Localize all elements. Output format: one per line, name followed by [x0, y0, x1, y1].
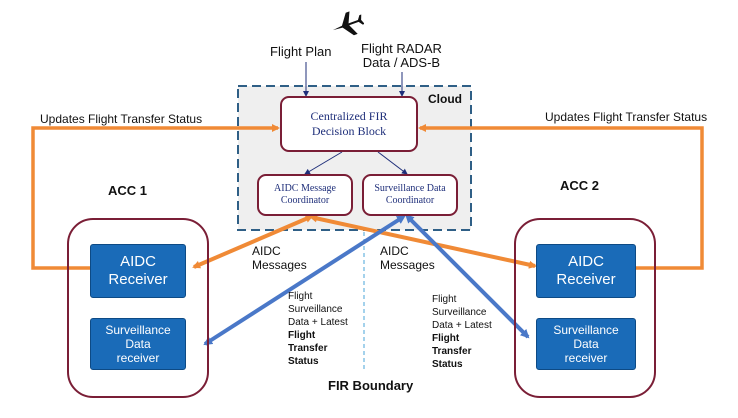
acc1-surveillance-receiver-label: Surveillance Data receiver	[105, 323, 171, 365]
updates-label-right: Updates Flight Transfer Status	[545, 110, 708, 124]
acc2-aidc-receiver: AIDC Receiver	[536, 244, 636, 298]
aidc-message-coordinator: AIDC Message Coordinator	[257, 174, 353, 216]
acc1-aidc-receiver: AIDC Receiver	[90, 244, 186, 298]
surv-left-line4: Flight	[288, 330, 316, 341]
updates-loop-right	[418, 124, 704, 270]
surv-right-line2: Surveillance	[432, 307, 487, 318]
acc1-surveillance-receiver: Surveillance Data receiver	[90, 318, 186, 370]
surveillance-text-left: Flight Surveillance Data + Latest Flight…	[288, 290, 348, 368]
surv-left-line3: Data + Latest	[288, 317, 348, 328]
updates-loop-left	[31, 124, 280, 270]
surv-left-line2: Surveillance	[288, 304, 343, 315]
aidc-coordinator-label: AIDC Message Coordinator	[274, 183, 336, 206]
decision-to-aidc-arrow	[304, 151, 343, 175]
acc2-aidc-receiver-label: AIDC Receiver	[556, 253, 616, 288]
aidc-messages-right: AIDC Messages	[380, 244, 435, 272]
acc2-surveillance-receiver: Surveillance Data receiver	[536, 318, 636, 370]
flight-plan-label: Flight Plan	[270, 44, 332, 59]
acc1-aidc-receiver-label: AIDC Receiver	[108, 253, 168, 288]
decision-block-label: Centralized FIR Decision Block	[310, 109, 388, 138]
surv-right-line4: Flight	[432, 333, 460, 344]
surveillance-data-coordinator: Surveillance Data Coordinator	[362, 174, 458, 216]
decision-to-surv-arrow	[377, 151, 408, 175]
decision-block: Centralized FIR Decision Block	[280, 96, 418, 152]
fir-boundary-label: FIR Boundary	[328, 378, 414, 393]
surv-left-line6: Status	[288, 356, 319, 367]
acc2-surveillance-receiver-label: Surveillance Data receiver	[553, 323, 619, 365]
surv-left-line5: Transfer	[288, 343, 328, 354]
updates-label-left: Updates Flight Transfer Status	[40, 112, 203, 126]
acc2-title: ACC 2	[560, 178, 600, 193]
surv-link-left	[203, 215, 406, 346]
cloud-label: Cloud	[428, 92, 462, 106]
surv-right-line3: Data + Latest	[432, 320, 492, 331]
airplane-icon	[330, 10, 365, 40]
aidc-messages-left: AIDC Messages	[252, 244, 307, 272]
surv-left-line1: Flight	[288, 291, 313, 302]
surv-right-line5: Transfer	[432, 346, 472, 357]
acc2-frame	[514, 218, 656, 398]
acc1-frame	[67, 218, 209, 398]
surveillance-coordinator-label: Surveillance Data Coordinator	[374, 183, 446, 206]
surv-link-right	[405, 214, 530, 339]
surv-right-line1: Flight	[432, 294, 457, 305]
acc1-title: ACC 1	[108, 183, 148, 198]
surveillance-text-right: Flight Surveillance Data + Latest Flight…	[432, 293, 492, 371]
flight-radar-label: Flight RADAR Data / ADS-B	[361, 41, 442, 70]
surv-right-line6: Status	[432, 359, 463, 370]
